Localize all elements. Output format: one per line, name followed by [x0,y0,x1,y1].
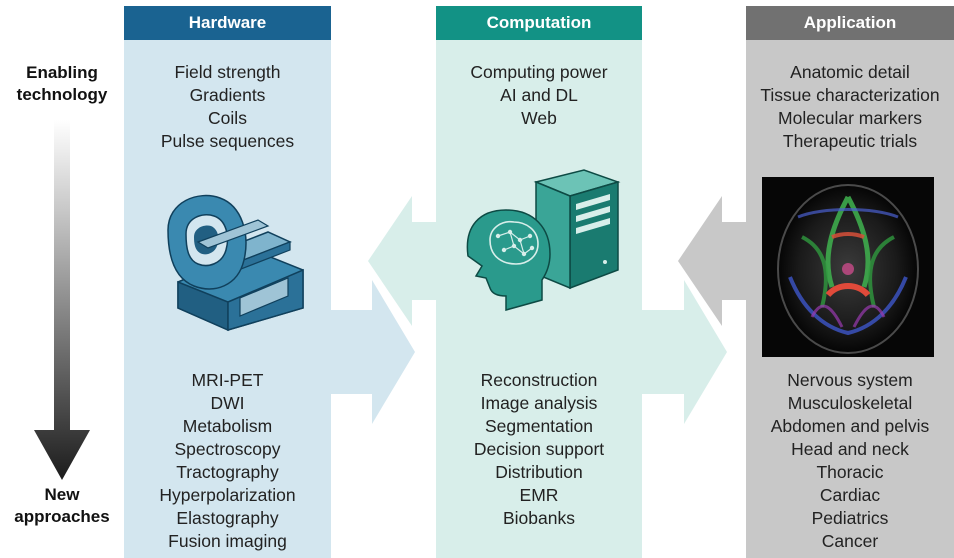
list-item: Abdomen and pelvis [770,416,930,436]
list-item: Anatomic detail [790,62,910,82]
application-to-computation-arrow [678,196,746,326]
hardware-bottom-list: MRI-PET DWI Metabolism Spectroscopy Trac… [124,369,331,553]
list-item: Pediatrics [811,508,889,528]
list-item: Web [521,108,557,128]
hardware-to-computation-arrow [331,280,415,424]
list-item: Hyperpolarization [159,485,296,505]
list-item: Gradients [189,85,266,105]
list-item: Distribution [495,462,583,482]
computation-to-application-arrow [642,280,727,424]
list-item: Fusion imaging [168,531,287,551]
list-item: Tissue characterization [760,85,940,105]
ai-head-server-icon [466,169,621,311]
list-item: Reconstruction [480,370,598,390]
application-bottom-list: Nervous system Musculoskeletal Abdomen a… [746,369,954,553]
list-item: EMR [519,485,559,505]
list-item: Pulse sequences [160,131,295,151]
list-item: Head and neck [791,439,909,459]
list-item: Tractography [176,462,279,482]
computation-header: Computation [436,6,642,40]
hardware-top-list: Field strength Gradients Coils Pulse seq… [124,61,331,153]
computation-top-list: Computing power AI and DL Web [436,61,642,130]
list-item: Cancer [821,531,879,551]
new-approaches-label: New approaches [14,485,110,526]
computation-bottom-list: Reconstruction Image analysis Segmentati… [436,369,642,530]
down-gradient-arrow [34,120,90,480]
list-item: Cardiac [819,485,881,505]
list-item: Metabolism [182,416,273,436]
list-item: Decision support [473,439,605,459]
list-item: Image analysis [480,393,598,413]
list-item: Elastography [176,508,279,528]
list-item: Field strength [174,62,281,82]
enabling-technology-label: Enabling technology [16,63,108,104]
application-header: Application [746,6,954,40]
computation-to-hardware-arrow [368,196,436,326]
list-item: Spectroscopy [174,439,281,459]
list-item: Therapeutic trials [782,131,918,151]
brain-tractography-image [762,177,934,357]
list-item: Coils [208,108,247,128]
list-item: DWI [210,393,245,413]
list-item: AI and DL [500,85,578,105]
list-item: Segmentation [485,416,593,436]
list-item: Computing power [470,62,608,82]
application-top-list: Anatomic detail Tissue characterization … [746,61,954,153]
list-item: Molecular markers [778,108,922,128]
mri-scanner-icon [167,194,304,332]
list-item: Thoracic [816,462,884,482]
list-item: Musculoskeletal [787,393,913,413]
list-item: Nervous system [787,370,913,390]
list-item: Biobanks [503,508,575,528]
list-item: MRI-PET [191,370,264,390]
hardware-header: Hardware [124,6,331,40]
